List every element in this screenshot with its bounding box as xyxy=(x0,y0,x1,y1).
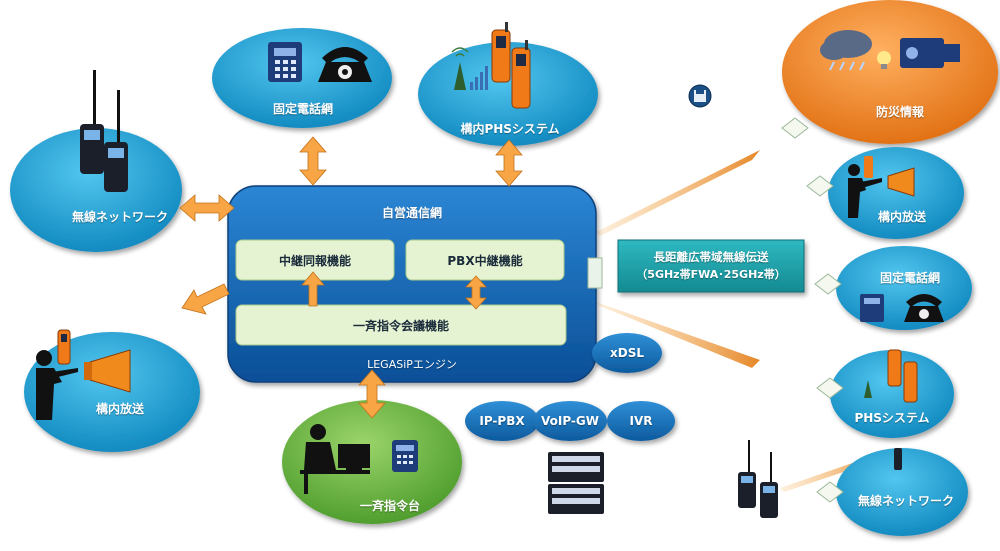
transmission-box xyxy=(587,239,805,293)
operator-icon xyxy=(300,424,370,494)
desk-phone-icon xyxy=(392,440,418,472)
arrow-fixed-phone xyxy=(299,136,327,186)
pill-voip-gw[interactable] xyxy=(533,401,607,441)
label-dispatch-console: 一斉指令台 xyxy=(359,499,420,513)
transmission-line2: （5GHz帯FWA･25GHz帯） xyxy=(636,268,786,281)
node-phs-right[interactable] xyxy=(830,349,954,438)
arrow-announce xyxy=(181,283,230,315)
antenna-icon xyxy=(451,47,469,90)
pill-ip-pbx[interactable] xyxy=(465,401,539,441)
server-rack-icon xyxy=(548,452,604,514)
node-dispatch-console[interactable] xyxy=(282,400,462,524)
node-disaster-info[interactable] xyxy=(782,0,998,144)
link-arrows xyxy=(179,136,523,419)
signal-bars-icon xyxy=(470,66,488,90)
engine-label: LEGASiPエンジン xyxy=(367,358,457,371)
pill-xdsl[interactable] xyxy=(592,333,662,373)
antenna-icon xyxy=(864,380,872,398)
access-point-icons xyxy=(781,117,844,503)
phs-handset-icon xyxy=(887,349,918,403)
node-phs-system[interactable] xyxy=(418,22,598,146)
pill-label-ivr: IVR xyxy=(629,414,653,428)
pill-label-xdsl: xDSL xyxy=(610,346,644,360)
pill-label-voip-gw: VoIP-GW xyxy=(541,414,599,428)
desk-phone-icon xyxy=(268,42,302,82)
camera-icon xyxy=(900,38,960,68)
function-label-conference: 一斉指令会議機能 xyxy=(352,318,449,333)
pill-label-ip-pbx: IP-PBX xyxy=(479,414,525,428)
walkie-talkie-icon xyxy=(738,440,778,518)
node-radio-right[interactable] xyxy=(836,448,968,536)
label-phs-right: PHSシステム xyxy=(854,411,930,425)
label-radio-right: 無線ネットワーク xyxy=(857,494,954,508)
function-box-pbx[interactable] xyxy=(405,239,565,281)
person-icon xyxy=(36,350,78,420)
megaphone-icon xyxy=(84,349,131,393)
pill-ivr[interactable] xyxy=(607,401,675,441)
rotary-phone-icon xyxy=(904,294,944,322)
rain-cloud-icon xyxy=(820,30,872,71)
label-radio-network: 無線ネットワーク xyxy=(71,210,168,224)
person-icon xyxy=(848,164,882,218)
label-fixed-phone: 固定電話網 xyxy=(272,102,333,116)
node-radio-network[interactable] xyxy=(10,70,182,252)
core-title: 自営通信網 xyxy=(381,206,442,220)
arrow-radio xyxy=(179,194,235,222)
beam-to-disaster xyxy=(596,150,760,236)
label-fixed-phone-right: 固定電話網 xyxy=(879,271,940,285)
rotary-phone-icon xyxy=(318,47,372,82)
phs-handset-icon xyxy=(57,329,71,365)
arrow-conference-relay xyxy=(301,271,325,307)
transmission-line1: 長距離広帯域無線伝送 xyxy=(653,250,769,264)
transceiver-icon xyxy=(587,257,603,289)
desk-phone-icon xyxy=(860,294,884,322)
node-fixed-phone-right[interactable] xyxy=(836,246,972,330)
label-phs-system: 構内PHSシステム xyxy=(460,122,560,136)
label-disaster-info: 防災情報 xyxy=(875,105,924,119)
label-announce-left: 構内放送 xyxy=(95,402,144,416)
phs-handset-icon xyxy=(864,156,873,178)
arrow-conference-pbx xyxy=(465,275,487,310)
node-fixed-phone[interactable] xyxy=(212,28,392,128)
beam-to-phs xyxy=(596,302,760,368)
function-box-conference[interactable] xyxy=(235,304,567,346)
floppy-icon xyxy=(688,84,712,108)
arrow-dispatch xyxy=(358,369,386,419)
megaphone-icon xyxy=(887,167,915,197)
arrow-phs xyxy=(495,139,523,187)
walkie-talkie-icon xyxy=(80,70,128,192)
walkie-talkie-icon xyxy=(894,448,902,470)
function-label-relay: 中継同報機能 xyxy=(278,253,351,268)
label-announce-right: 構内放送 xyxy=(877,210,926,224)
function-label-pbx: PBX中継機能 xyxy=(447,253,523,268)
lightbulb-icon xyxy=(877,51,891,69)
phs-handset-icon xyxy=(491,22,531,109)
node-announce-left[interactable] xyxy=(24,329,200,452)
node-announce-right[interactable] xyxy=(828,147,964,239)
core-network xyxy=(227,185,597,383)
service-pills xyxy=(465,333,675,441)
